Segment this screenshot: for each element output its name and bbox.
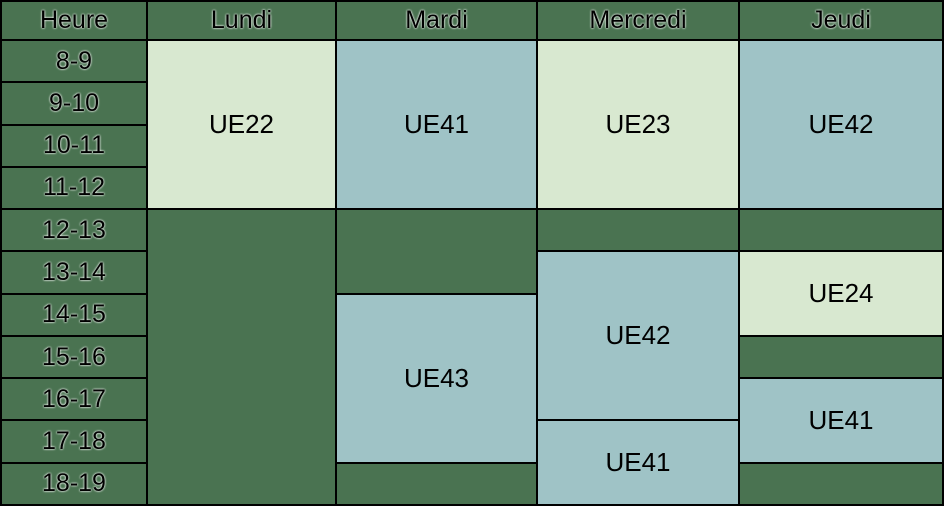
time-cell-11-12: 11-12 <box>2 167 146 209</box>
course-cell-jeudi-ue42: UE42 <box>740 41 942 209</box>
course-cell-jeudi-ue41: UE41 <box>740 379 942 462</box>
course-cell-lundi-ue22: UE22 <box>148 41 335 209</box>
course-cell-jeudi-ue24: UE24 <box>740 252 942 335</box>
time-cell-10-11: 10-11 <box>2 125 146 166</box>
time-cell-18-19: 18-19 <box>2 463 146 504</box>
time-cell-13-14: 13-14 <box>2 252 146 293</box>
course-cell-mercredi-ue42: UE42 <box>538 252 738 420</box>
time-cell-12-13: 12-13 <box>2 210 146 251</box>
time-cell-16-17: 16-17 <box>2 379 146 420</box>
empty-cell-jeudi <box>740 463 942 504</box>
empty-cell-mardi <box>337 210 536 293</box>
header-cell-jeudi: Jeudi <box>740 2 942 39</box>
header-cell-mercredi: Mercredi <box>538 2 738 39</box>
empty-cell-lundi <box>148 210 335 504</box>
course-cell-mardi-ue43: UE43 <box>337 294 536 462</box>
empty-cell-jeudi <box>740 210 942 251</box>
empty-cell-mercredi <box>538 210 738 251</box>
time-cell-14-15: 14-15 <box>2 294 146 335</box>
empty-cell-jeudi <box>740 336 942 378</box>
course-cell-mercredi-ue23: UE23 <box>538 41 738 209</box>
time-cell-9-10: 9-10 <box>2 83 146 124</box>
empty-cell-mardi <box>337 463 536 504</box>
time-cell-8-9: 8-9 <box>2 41 146 82</box>
course-cell-mardi-ue41: UE41 <box>337 41 536 209</box>
time-cell-15-16: 15-16 <box>2 336 146 378</box>
header-cell-mardi: Mardi <box>337 2 536 39</box>
time-cell-17-18: 17-18 <box>2 421 146 462</box>
header-cell-lundi: Lundi <box>148 2 335 39</box>
header-cell-heure: Heure <box>2 2 146 39</box>
course-cell-mercredi-ue41: UE41 <box>538 421 738 504</box>
